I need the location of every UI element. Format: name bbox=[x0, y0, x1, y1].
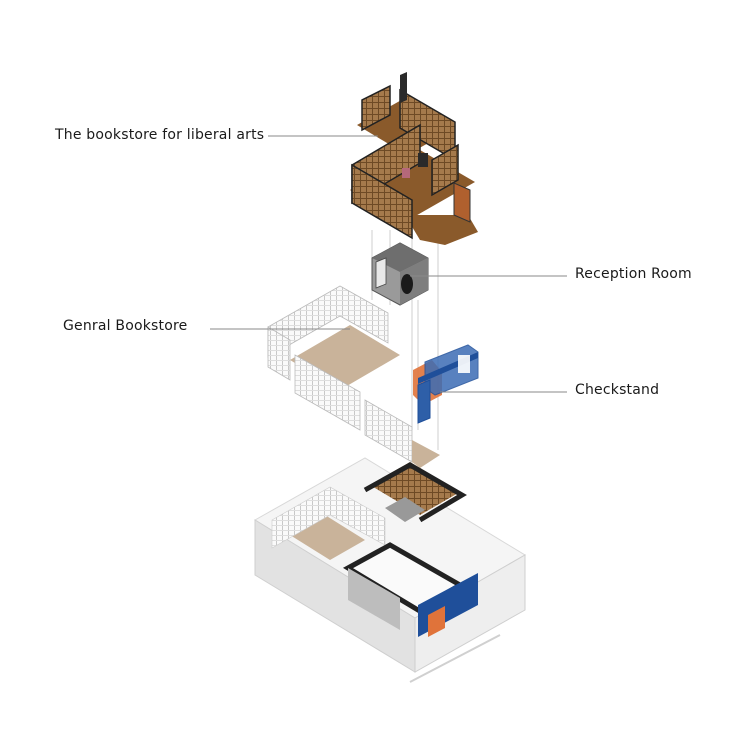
assembled-floor-plan bbox=[254, 457, 526, 683]
checkstand bbox=[413, 344, 479, 424]
general-bookstore bbox=[267, 285, 440, 468]
label-liberal-arts-bookstore: The bookstore for liberal arts bbox=[55, 127, 265, 143]
label-general-bookstore: Genral Bookstore bbox=[63, 318, 188, 334]
label-reception-room: Reception Room bbox=[575, 266, 692, 282]
label-checkstand: Checkstand bbox=[575, 382, 660, 398]
reception-room bbox=[371, 242, 429, 306]
liberal-arts-layer bbox=[350, 72, 478, 245]
leader-lines bbox=[210, 135, 567, 393]
